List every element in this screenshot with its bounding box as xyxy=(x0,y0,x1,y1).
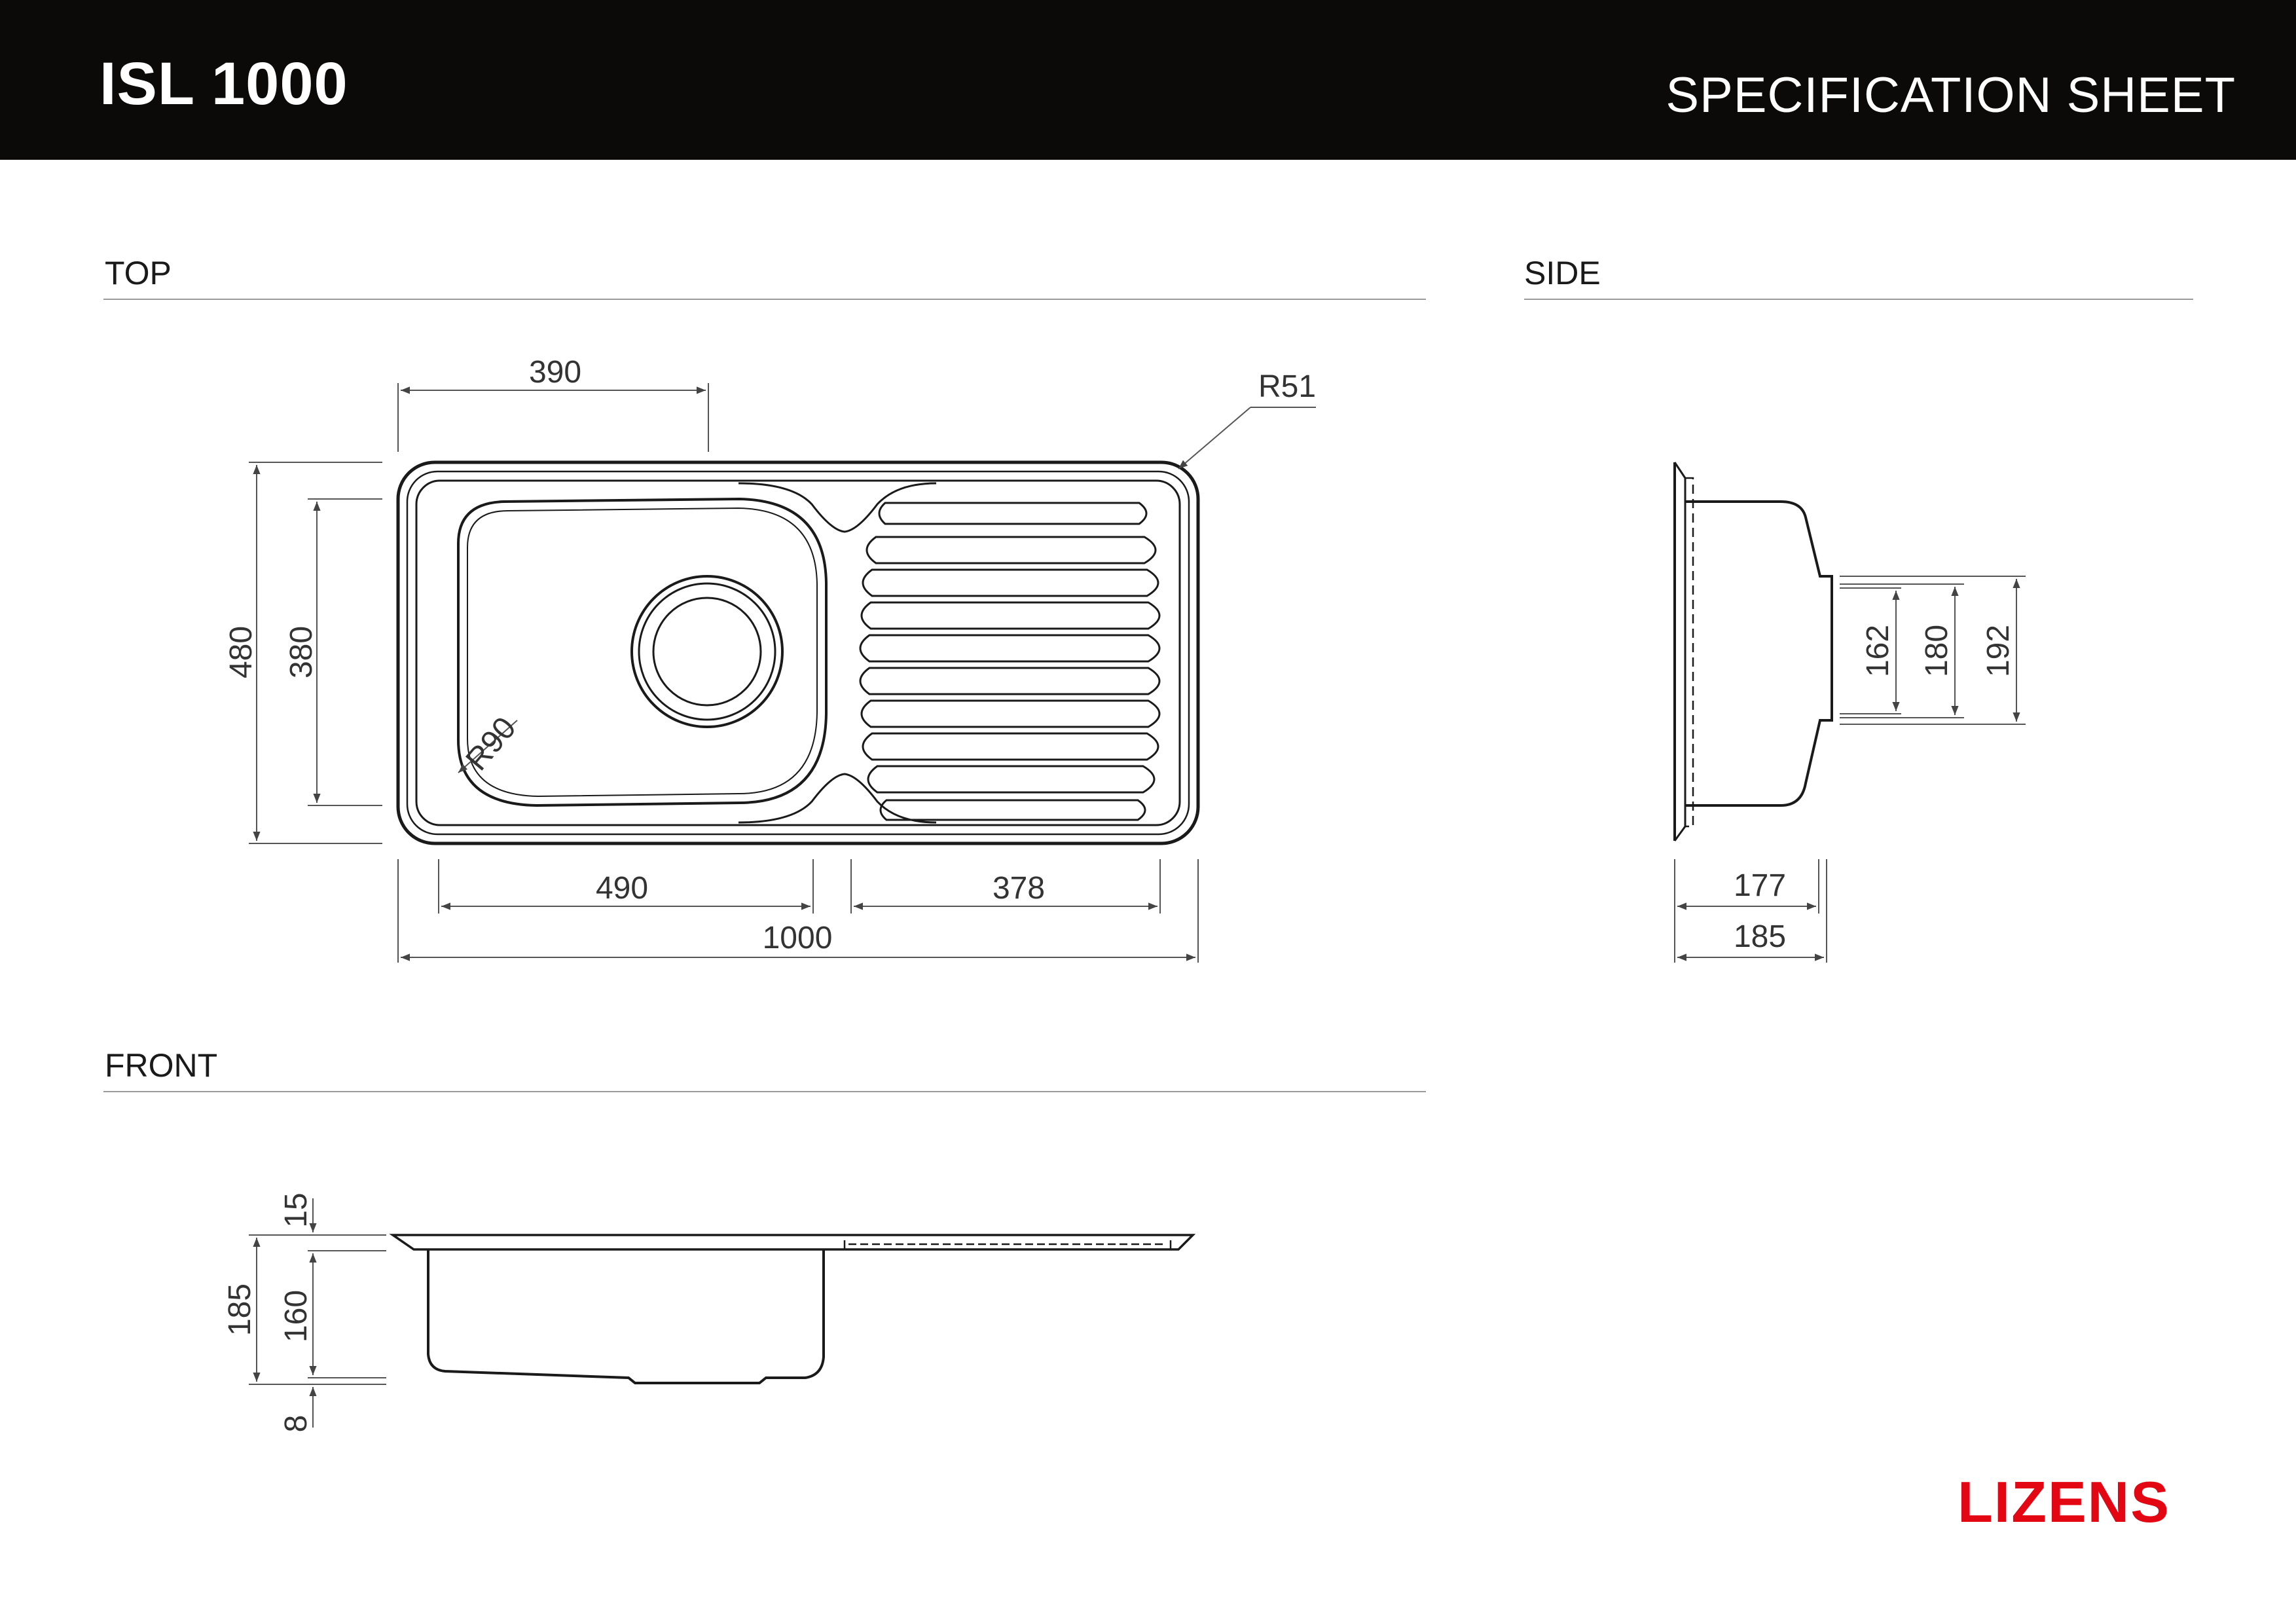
front-bowl-profile xyxy=(427,1249,825,1384)
dim-185-side: 185 xyxy=(1734,919,1786,954)
dim-r90: R90 xyxy=(460,710,523,777)
drain-mid-ring xyxy=(638,582,776,721)
top-dimension-labels: 390 R51 480 380 R90 490 378 1000 xyxy=(224,355,1316,955)
drainer-notch-top xyxy=(738,482,937,533)
drain-hole xyxy=(652,597,762,707)
dim-480: 480 xyxy=(224,626,259,678)
front-flange xyxy=(389,1234,1196,1251)
side-bowl-profile xyxy=(1685,500,1833,807)
dim-490: 490 xyxy=(596,871,648,906)
model-title: ISL 1000 xyxy=(100,50,348,117)
header-bar xyxy=(0,0,2296,160)
dim-162: 162 xyxy=(1861,625,1895,677)
section-rule-side xyxy=(1524,299,2193,300)
side-dimension-labels: 162 180 192 177 185 xyxy=(1734,625,2016,954)
side-dimensions xyxy=(1674,576,2026,963)
document-type-label: SPECIFICATION SHEET xyxy=(1666,67,2236,123)
section-label-front: FRONT xyxy=(105,1047,218,1084)
dim-380: 380 xyxy=(284,626,319,678)
sink-outer-edge xyxy=(396,460,1200,845)
side-drainer-section xyxy=(1685,477,1694,828)
brand-logo: LIZENS xyxy=(1958,1469,2170,1534)
dim-r51: R51 xyxy=(1258,369,1316,404)
dim-8: 8 xyxy=(279,1415,314,1433)
top-view xyxy=(396,460,1200,845)
front-dimensions xyxy=(249,1198,386,1428)
dim-160: 160 xyxy=(279,1290,314,1342)
dim-378: 378 xyxy=(993,871,1045,906)
dim-1000: 1000 xyxy=(763,921,833,955)
section-rule-top xyxy=(103,299,1426,300)
section-label-top: TOP xyxy=(105,255,172,291)
top-dimensions xyxy=(249,383,1316,963)
dim-15: 15 xyxy=(279,1192,314,1227)
sink-rim xyxy=(415,479,1181,826)
dim-390: 390 xyxy=(529,355,581,390)
section-rule-front xyxy=(103,1091,1426,1092)
dim-185-front: 185 xyxy=(223,1283,257,1336)
drain-outer-ring xyxy=(630,575,784,728)
dim-192: 192 xyxy=(1981,625,2016,677)
side-view xyxy=(1673,462,1833,841)
front-dimension-labels: 15 185 160 8 xyxy=(223,1192,314,1432)
dim-177: 177 xyxy=(1734,868,1786,903)
sink-outer-edge-inner xyxy=(406,470,1190,836)
bowl-outline xyxy=(457,497,828,807)
front-view xyxy=(389,1234,1196,1384)
drainer-ribs xyxy=(859,502,1161,821)
bowl-inner-outline xyxy=(467,507,818,798)
dim-180: 180 xyxy=(1920,625,1954,677)
section-label-side: SIDE xyxy=(1524,255,1601,291)
drainer-notch-bottom xyxy=(738,773,937,824)
